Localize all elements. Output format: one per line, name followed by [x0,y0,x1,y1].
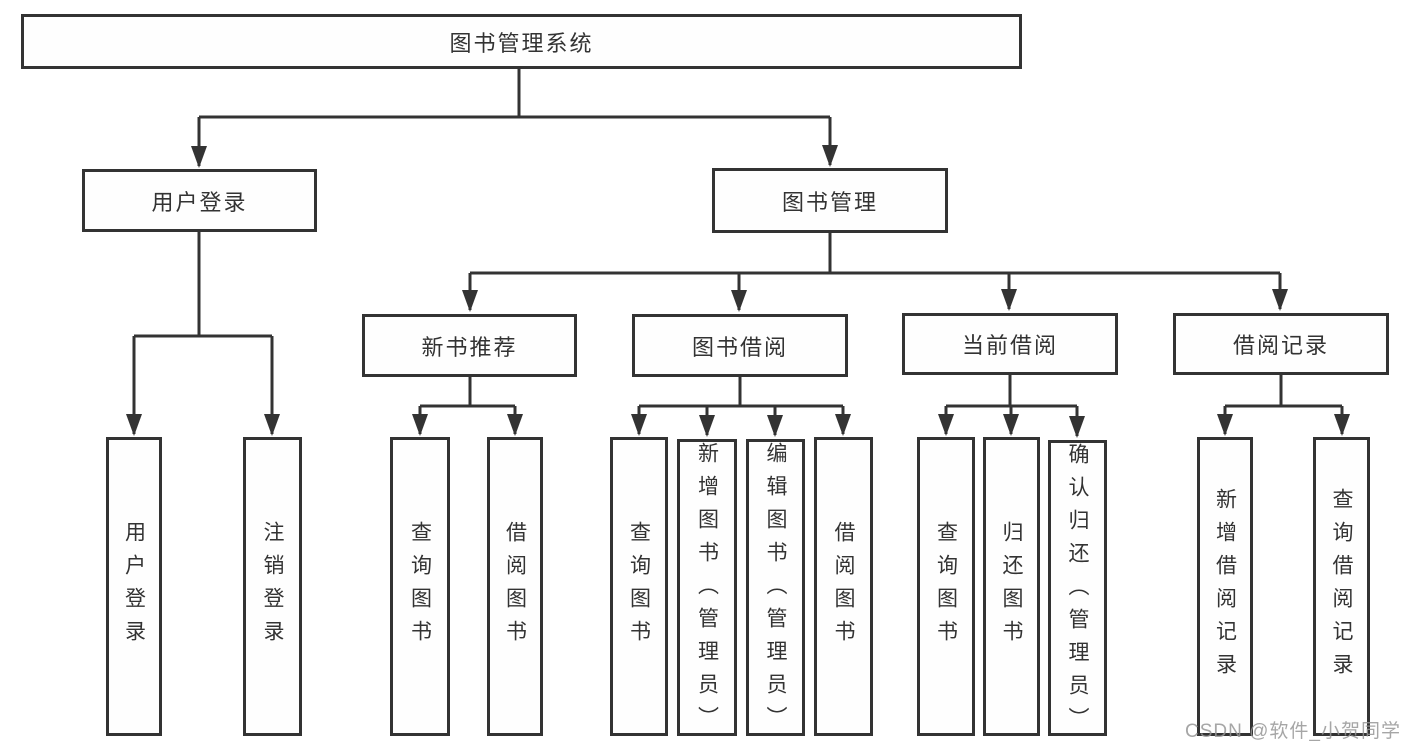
connector-root-trunk [199,69,830,119]
csdn-watermark: CSDN @软件_小贺同学 [1185,721,1401,742]
leaf-user-login: 用户登录 [106,437,162,736]
leaf-return-books: 归还图书 [983,437,1040,736]
leaf-add-borrow-record: 新增借阅记录 [1197,437,1253,736]
leaf-confirm-return-admin: 确认归还（管理员） [1048,440,1107,740]
connector-book-borrow-trunk [639,377,843,408]
connector-book-mgmt-trunk [470,232,1280,275]
node-new-book-recommend: 新书推荐 [362,314,577,377]
leaf-add-books-admin: 新增图书（管理员） [677,439,737,739]
leaf-query-borrow-record: 查询借阅记录 [1313,437,1370,736]
leaf-edit-books-admin: 编辑图书（管理员） [746,439,805,739]
node-borrow-records: 借阅记录 [1173,313,1389,375]
node-book-borrowing: 图书借阅 [632,314,848,377]
connector-user-login-trunk [134,232,272,338]
leaf-recommend-query-books: 查询图书 [390,437,450,736]
node-current-borrowing: 当前借阅 [902,313,1118,375]
leaf-recommend-borrow-books: 借阅图书 [487,437,543,736]
node-user-login: 用户登录 [82,169,317,232]
node-book-management: 图书管理 [712,168,948,233]
leaf-current-query-books: 查询图书 [917,437,975,736]
connector-current-borrow-trunk [946,375,1077,408]
leaf-borrowing-borrow-books: 借阅图书 [814,437,873,736]
connector-borrow-record-trunk [1225,375,1342,408]
leaf-logout: 注销登录 [243,437,302,736]
leaf-borrowing-query-books: 查询图书 [610,437,668,736]
connector-new-book-rec-trunk [420,377,515,408]
node-library-system-root: 图书管理系统 [21,14,1022,69]
